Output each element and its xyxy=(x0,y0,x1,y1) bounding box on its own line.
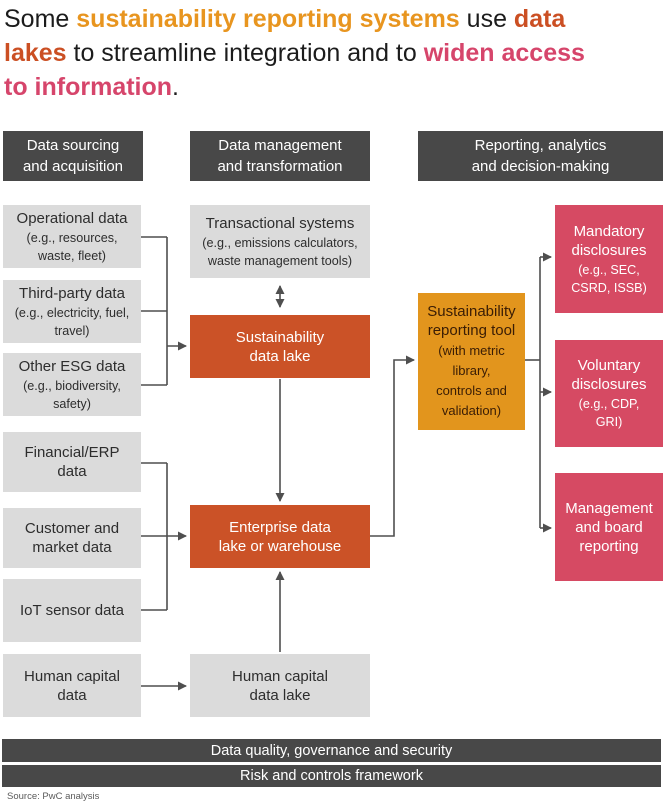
source-box-iot-sensor-data: IoT sensor data xyxy=(3,579,141,642)
headline-highlight-systems: sustainability reporting systems xyxy=(76,5,460,33)
box-title: Human capital data xyxy=(24,667,120,704)
source-box-customer-market-data: Customer and market data xyxy=(3,508,141,568)
box-title: Management and board reporting xyxy=(565,499,653,555)
column-header-reporting-analytics: Reporting, analytics and decision-making xyxy=(418,131,663,181)
source-box-financial-erp-data: Financial/ERP data xyxy=(3,432,141,492)
headline-line-3: to information. xyxy=(4,70,662,104)
box-subtitle: (e.g., electricity, fuel, travel) xyxy=(14,305,130,338)
box-human-capital-data-lake: Human capital data lake xyxy=(190,654,370,717)
box-enterprise-data-lake: Enterprise data lake or warehouse xyxy=(190,505,370,568)
headline: Some sustainability reporting systems us… xyxy=(4,2,662,104)
box-title: Other ESG data xyxy=(18,357,126,375)
box-title: Voluntary disclosures xyxy=(571,357,647,393)
arrow-enterprise-to-reporting-tool xyxy=(370,355,415,537)
box-title: Sustainability data lake xyxy=(235,328,325,365)
box-title: Mandatory disclosures xyxy=(571,222,647,259)
box-sustainability-data-lake: Sustainability data lake xyxy=(190,315,370,378)
box-transactional-systems: Transactional systems (e.g., emissions c… xyxy=(190,205,370,278)
box-title: Financial/ERP data xyxy=(24,444,120,480)
box-subtitle: (e.g., SEC, CSRD, ISSB) xyxy=(571,262,647,295)
box-title: Enterprise data lake or warehouse xyxy=(218,518,342,555)
headline-text: use xyxy=(459,5,514,33)
headline-text: . xyxy=(172,73,179,101)
headline-highlight-lakes: lakes xyxy=(4,39,67,67)
column-header-data-management: Data management and transformation xyxy=(190,131,370,181)
headline-highlight-to-information: to information xyxy=(4,73,173,101)
output-box-voluntary-disclosures: Voluntary disclosures (e.g., CDP, GRI) xyxy=(555,340,663,447)
box-subtitle: (with metric library, controls and valid… xyxy=(436,343,507,418)
box-subtitle: (e.g., emissions calculators, waste mana… xyxy=(202,235,358,268)
output-box-management-board-reporting: Management and board reporting xyxy=(555,473,663,581)
headline-text: to streamline integration and to xyxy=(66,39,424,67)
box-subtitle: (e.g., resources, waste, fleet) xyxy=(26,230,118,263)
output-box-mandatory-disclosures: Mandatory disclosures (e.g., SEC, CSRD, … xyxy=(555,205,663,313)
source-box-other-esg-data: Other ESG data (e.g., biodiversity, safe… xyxy=(3,353,141,416)
box-sustainability-reporting-tool: Sustainability reporting tool (with metr… xyxy=(418,293,525,430)
headline-highlight-widen-access: widen access xyxy=(423,39,585,67)
source-note: Source: PwC analysis xyxy=(7,791,100,802)
box-title: Third-party data xyxy=(19,284,125,302)
column-header-data-sourcing: Data sourcing and acquisition xyxy=(3,131,143,181)
box-subtitle: (e.g., CDP, GRI) xyxy=(578,397,640,429)
headline-text: Some xyxy=(4,5,77,33)
source-box-operational-data: Operational data (e.g., resources, waste… xyxy=(3,205,141,268)
box-title: Transactional systems xyxy=(205,214,355,232)
headline-line-2: lakes to streamline integration and to w… xyxy=(4,36,662,70)
box-title: Human capital data lake xyxy=(232,667,328,704)
source-box-third-party-data: Third-party data (e.g., electricity, fue… xyxy=(3,280,141,343)
headline-line-1: Some sustainability reporting systems us… xyxy=(4,2,662,36)
box-title: Sustainability reporting tool xyxy=(427,303,516,339)
footer-bar-data-quality: Data quality, governance and security xyxy=(2,739,661,762)
box-title: Customer and market data xyxy=(24,520,120,556)
box-title: Operational data xyxy=(16,209,128,227)
box-subtitle: (e.g., biodiversity, safety) xyxy=(23,378,121,411)
source-box-human-capital-data: Human capital data xyxy=(3,654,141,717)
box-title: IoT sensor data xyxy=(20,602,124,619)
footer-bar-risk-controls: Risk and controls framework xyxy=(2,765,661,787)
headline-highlight-data: data xyxy=(513,5,566,33)
